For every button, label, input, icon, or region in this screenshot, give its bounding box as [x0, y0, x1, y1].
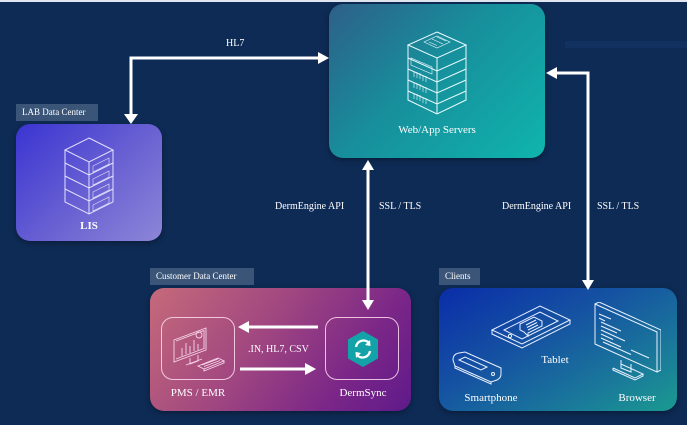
dermsync-api-label: DermEngine API	[275, 201, 345, 212]
web-app-servers-label: Web/App Servers	[398, 124, 476, 136]
tablet-icon[interactable]	[490, 302, 572, 354]
decorative-bar	[565, 41, 687, 48]
monitor-browser-icon[interactable]	[591, 302, 661, 388]
lab-data-center-tag: LAB Data Center	[16, 104, 98, 121]
pms-emr-card[interactable]	[161, 317, 235, 380]
web-app-servers-node[interactable]: Web/App Servers	[329, 4, 545, 158]
pms-inbound-arrowhead	[238, 321, 249, 333]
hl7-arrowhead-web	[318, 52, 329, 64]
clients-api-label: DermEngine API	[502, 201, 572, 212]
hl7-connector	[129, 56, 320, 115]
sync-hexagon-icon	[348, 331, 378, 367]
clients-node: Tablet Smartphone Browser	[439, 288, 677, 411]
top-border	[0, 0, 687, 2]
dermsync-arrowhead-sync	[362, 300, 374, 310]
dermsync-card[interactable]	[325, 317, 399, 380]
server-stack-icon	[63, 137, 115, 215]
customer-data-center-tag: Customer Data Center	[150, 268, 254, 285]
hl7-edge-label: HL7	[226, 38, 245, 49]
exchange-formats-label: .IN, HL7, CSV	[248, 344, 309, 355]
server-rack-icon	[406, 31, 468, 115]
browser-label: Browser	[618, 392, 656, 404]
clients-connector	[556, 71, 590, 282]
lis-label: LIS	[80, 220, 98, 232]
pms-emr-label: PMS / EMR	[170, 387, 226, 399]
clients-arrowhead-web	[546, 67, 557, 79]
pms-outbound-arrowhead	[305, 363, 316, 375]
clients-ssl-label: SSL / TLS	[597, 201, 640, 212]
dermsync-arrowhead-web	[362, 160, 374, 170]
tablet-label: Tablet	[541, 354, 569, 366]
desktop-analytics-icon	[173, 327, 226, 372]
clients-tag: Clients	[439, 268, 480, 285]
clients-arrowhead-clients	[582, 280, 594, 290]
dermsync-ssl-label: SSL / TLS	[379, 201, 422, 212]
smartphone-label: Smartphone	[464, 392, 518, 404]
hl7-arrowhead-lis	[124, 114, 138, 124]
lis-node[interactable]: LIS	[16, 124, 162, 241]
smartphone-icon[interactable]	[451, 350, 505, 386]
dermsync-label: DermSync	[339, 387, 387, 399]
